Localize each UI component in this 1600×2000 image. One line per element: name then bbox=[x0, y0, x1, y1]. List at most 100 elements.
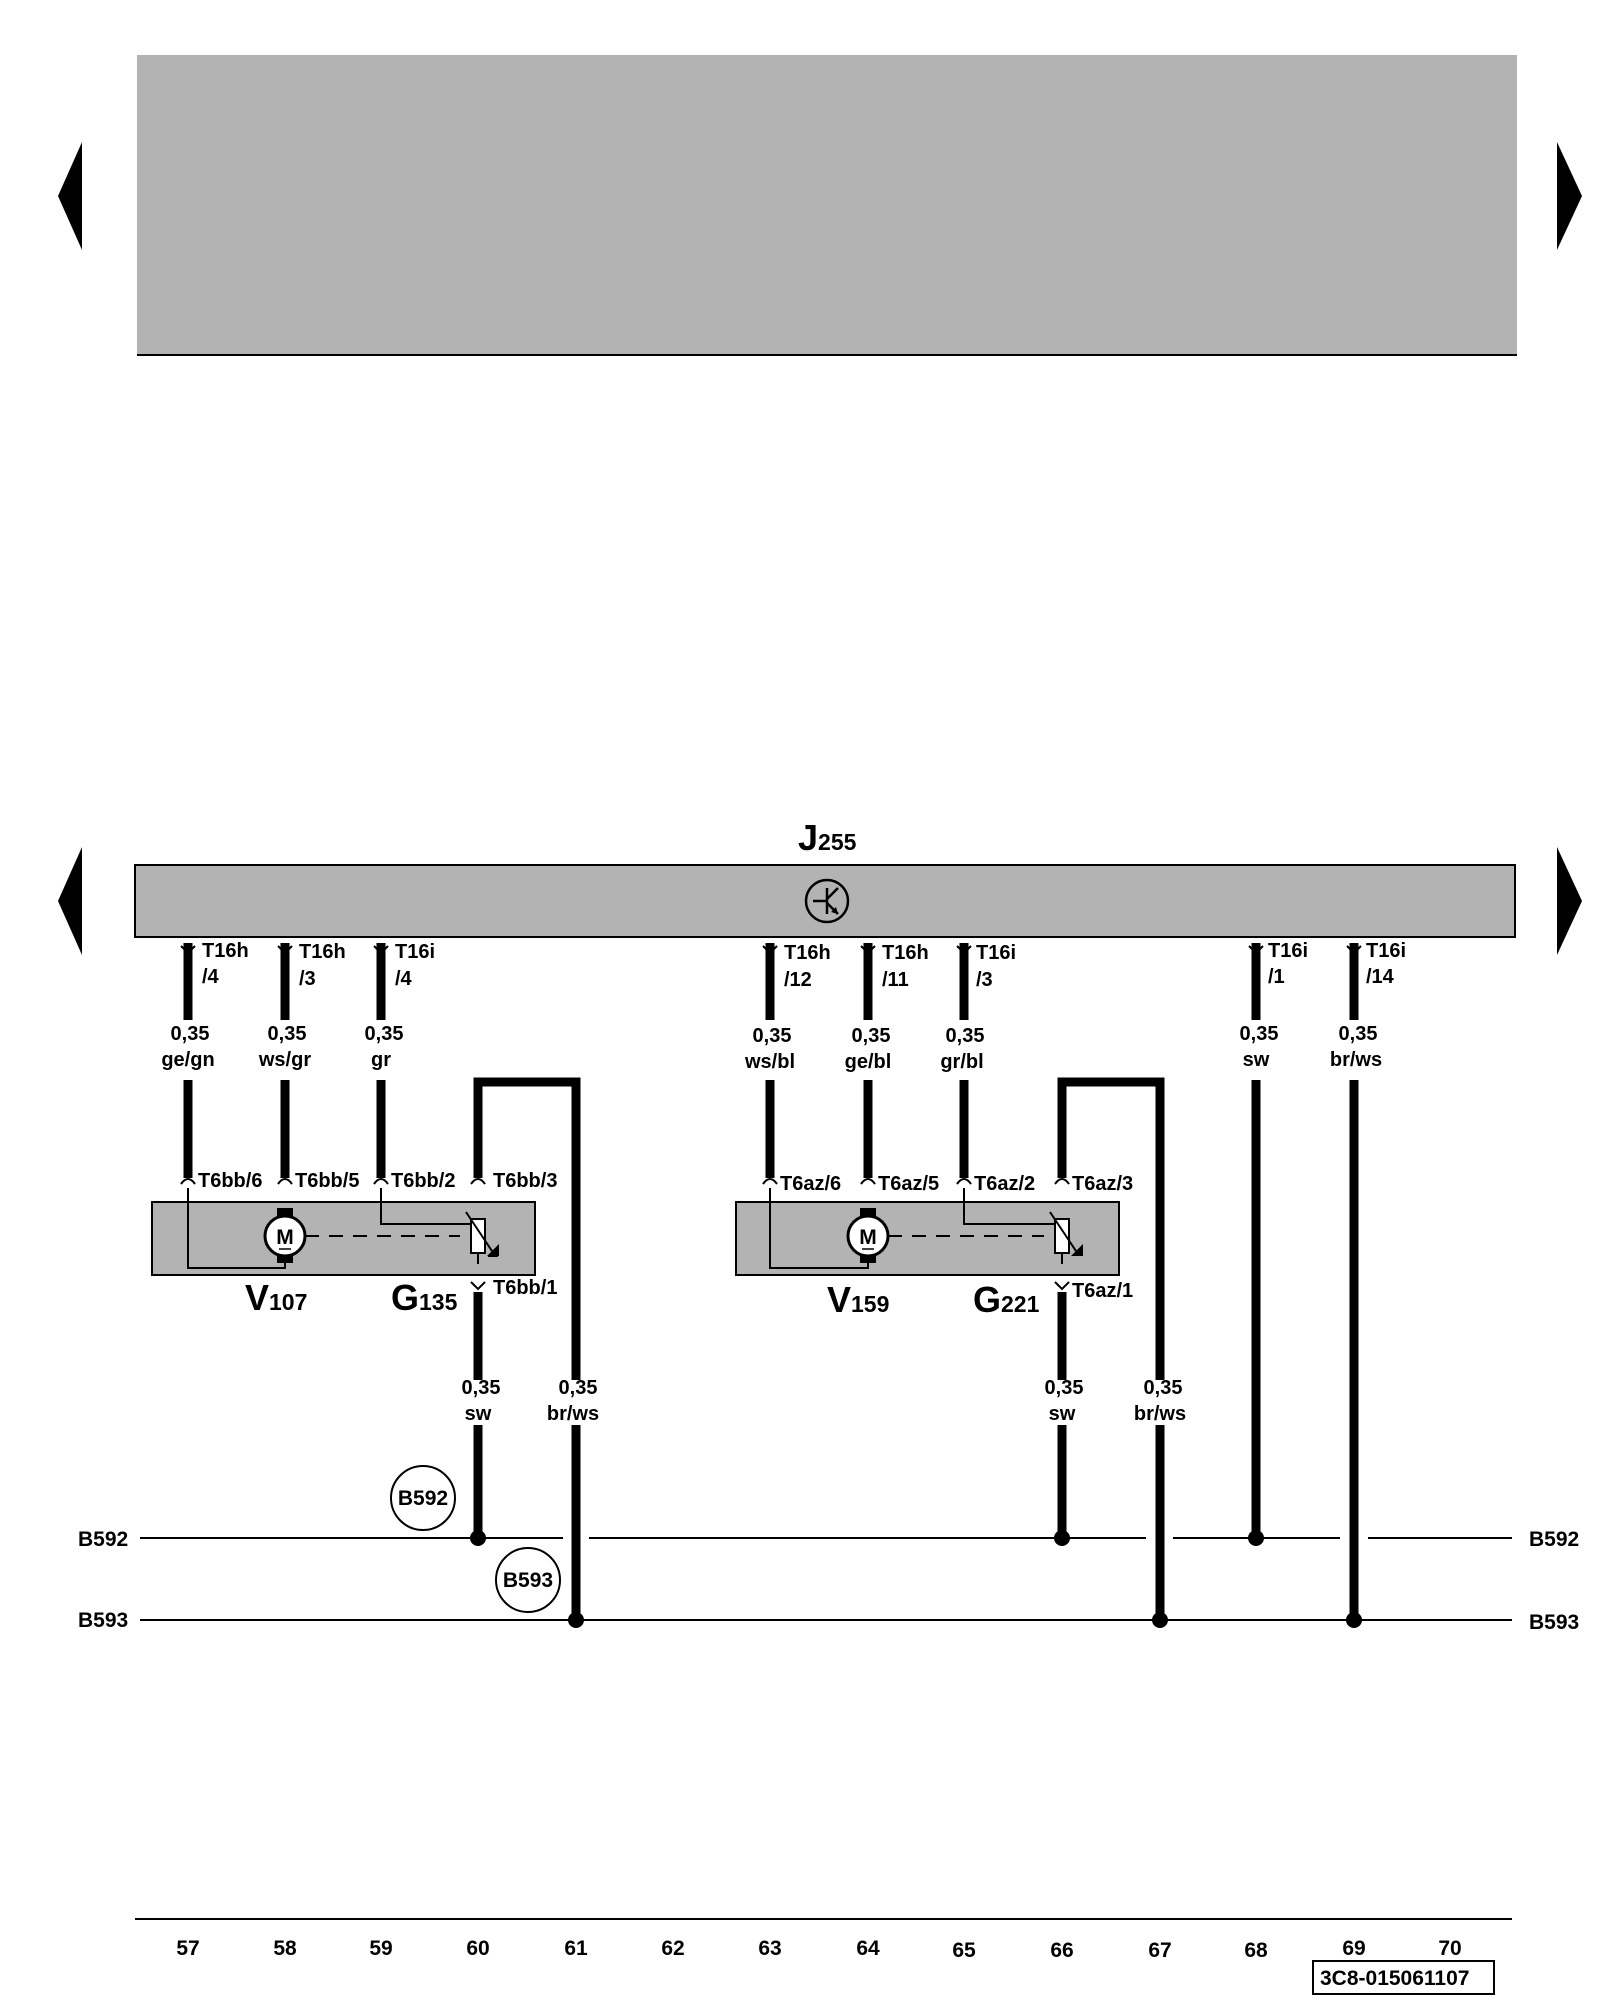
svg-text:67: 67 bbox=[1148, 1939, 1171, 1962]
svg-text:T16i: T16i bbox=[1366, 940, 1406, 962]
svg-text:T16h: T16h bbox=[784, 942, 831, 964]
svg-text:69: 69 bbox=[1342, 1937, 1365, 1960]
svg-text:T16h: T16h bbox=[202, 940, 249, 962]
wire-g221-loop bbox=[1057, 1077, 1165, 1380]
svg-text:0,35: 0,35 bbox=[365, 1023, 404, 1045]
doc-id-box bbox=[1312, 1960, 1495, 1995]
svg-text:0,35: 0,35 bbox=[753, 1025, 792, 1047]
svg-text:65: 65 bbox=[952, 1939, 976, 1962]
svg-text:0,35: 0,35 bbox=[559, 1377, 598, 1399]
svg-text:sw: sw bbox=[1049, 1403, 1076, 1425]
potentiometer-g221-icon bbox=[1049, 1211, 1083, 1264]
svg-text:62: 62 bbox=[661, 1937, 684, 1960]
prev-page-arrow-top[interactable] bbox=[58, 142, 82, 250]
motor-v159-icon: M bbox=[846, 1208, 890, 1263]
bus-b592-left: B592 bbox=[78, 1528, 128, 1551]
svg-text:br/ws: br/ws bbox=[1330, 1049, 1382, 1071]
svg-text:B593: B593 bbox=[503, 1569, 553, 1592]
pin-labels: T16h /4 T16h /3 T16i /4 T16h /12 T16h /1… bbox=[202, 940, 1406, 991]
next-page-arrow-top[interactable] bbox=[1557, 142, 1582, 250]
designator-g135: G135 bbox=[391, 1277, 458, 1318]
svg-text:0,35: 0,35 bbox=[268, 1023, 307, 1045]
svg-text:0,35: 0,35 bbox=[852, 1025, 891, 1047]
svg-text:/11: /11 bbox=[882, 969, 909, 991]
svg-text:/4: /4 bbox=[202, 966, 220, 988]
svg-text:T6az/1: T6az/1 bbox=[1072, 1280, 1133, 1302]
svg-text:ws/bl: ws/bl bbox=[744, 1051, 795, 1073]
svg-text:ws/gr: ws/gr bbox=[258, 1049, 311, 1071]
svg-text:59: 59 bbox=[369, 1937, 392, 1960]
svg-text:M: M bbox=[859, 1226, 877, 1249]
motor-v107-icon: M bbox=[263, 1208, 307, 1263]
svg-text:70: 70 bbox=[1438, 1937, 1461, 1960]
svg-text:0,35: 0,35 bbox=[1144, 1377, 1183, 1399]
control-unit-label: J255 bbox=[798, 817, 857, 858]
buses bbox=[140, 1537, 1512, 1621]
svg-text:63: 63 bbox=[758, 1937, 781, 1960]
svg-text:57: 57 bbox=[176, 1937, 199, 1960]
svg-text:/12: /12 bbox=[784, 969, 812, 991]
component-designators: V107 G135 V159 G221 bbox=[245, 1277, 1040, 1320]
svg-text:M: M bbox=[276, 1226, 294, 1249]
svg-text:58: 58 bbox=[273, 1937, 297, 1960]
svg-text:T16i: T16i bbox=[1268, 940, 1308, 962]
svg-text:T6az/2: T6az/2 bbox=[974, 1173, 1035, 1195]
designator-v107: V107 bbox=[245, 1277, 307, 1318]
top-panel bbox=[137, 55, 1517, 355]
bus-b593-right: B593 bbox=[1529, 1611, 1579, 1634]
svg-text:60: 60 bbox=[466, 1937, 489, 1960]
svg-text:T6az/6: T6az/6 bbox=[780, 1173, 841, 1195]
wires bbox=[183, 943, 1359, 1620]
svg-text:ge/bl: ge/bl bbox=[845, 1051, 892, 1073]
svg-text:68: 68 bbox=[1244, 1939, 1268, 1962]
upper-wire-labels: 0,35 ge/gn 0,35 ws/gr 0,35 gr 0,35 ws/bl… bbox=[161, 1023, 1382, 1073]
svg-text:br/ws: br/ws bbox=[547, 1403, 599, 1425]
svg-text:0,35: 0,35 bbox=[1339, 1023, 1378, 1045]
svg-text:T6bb/3: T6bb/3 bbox=[493, 1170, 557, 1192]
prev-page-arrow[interactable] bbox=[58, 847, 82, 955]
wire-g135-loop bbox=[473, 1077, 581, 1380]
doc-id: 3C8-015061107 bbox=[1320, 1967, 1469, 1990]
bus-markers: B592 B593 bbox=[390, 1465, 561, 1613]
electronic-component-icon bbox=[804, 878, 850, 924]
svg-text:/3: /3 bbox=[976, 969, 993, 991]
svg-text:0,35: 0,35 bbox=[946, 1025, 985, 1047]
svg-text:/1: /1 bbox=[1268, 966, 1285, 988]
svg-text:61: 61 bbox=[564, 1937, 588, 1960]
svg-text:0,35: 0,35 bbox=[171, 1023, 210, 1045]
pin-arrows bbox=[180, 945, 1362, 1291]
svg-text:sw: sw bbox=[465, 1403, 492, 1425]
svg-text:T16i: T16i bbox=[976, 942, 1016, 964]
svg-text:T6az/5: T6az/5 bbox=[878, 1173, 939, 1195]
svg-text:64: 64 bbox=[856, 1937, 880, 1960]
svg-text:sw: sw bbox=[1243, 1049, 1270, 1071]
bus-b592-right: B592 bbox=[1529, 1528, 1579, 1551]
svg-text:0,35: 0,35 bbox=[1240, 1023, 1279, 1045]
designator-g221: G221 bbox=[973, 1279, 1040, 1320]
svg-text:B592: B592 bbox=[398, 1487, 448, 1510]
designator-v159: V159 bbox=[827, 1279, 889, 1320]
column-numbers: 57 58 59 60 61 62 63 64 65 66 67 68 69 7… bbox=[176, 1937, 1461, 1962]
svg-text:T16h: T16h bbox=[882, 942, 929, 964]
svg-text:gr/bl: gr/bl bbox=[940, 1051, 983, 1073]
svg-text:/4: /4 bbox=[395, 968, 413, 990]
connector-labels: T6bb/6 T6bb/5 T6bb/2 T6bb/3 T6bb/1 T6az/… bbox=[198, 1170, 1133, 1302]
svg-text:/3: /3 bbox=[299, 968, 316, 990]
junction-dots bbox=[470, 1530, 1362, 1628]
svg-text:66: 66 bbox=[1050, 1939, 1073, 1962]
svg-text:T6bb/5: T6bb/5 bbox=[295, 1170, 359, 1192]
bus-labels: B592 B592 B593 B593 bbox=[78, 1528, 1579, 1634]
potentiometer-g135-icon bbox=[465, 1211, 499, 1264]
svg-text:T6bb/6: T6bb/6 bbox=[198, 1170, 262, 1192]
svg-text:br/ws: br/ws bbox=[1134, 1403, 1186, 1425]
lower-wire-labels: 0,35 sw 0,35 br/ws 0,35 sw 0,35 br/ws bbox=[462, 1377, 1187, 1425]
svg-text:/14: /14 bbox=[1366, 966, 1395, 988]
svg-text:gr: gr bbox=[371, 1049, 391, 1071]
svg-text:T6bb/1: T6bb/1 bbox=[493, 1277, 557, 1299]
svg-text:0,35: 0,35 bbox=[1045, 1377, 1084, 1399]
svg-text:0,35: 0,35 bbox=[462, 1377, 501, 1399]
svg-text:T16i: T16i bbox=[395, 941, 435, 963]
svg-text:ge/gn: ge/gn bbox=[161, 1049, 214, 1071]
next-page-arrow[interactable] bbox=[1557, 847, 1582, 955]
